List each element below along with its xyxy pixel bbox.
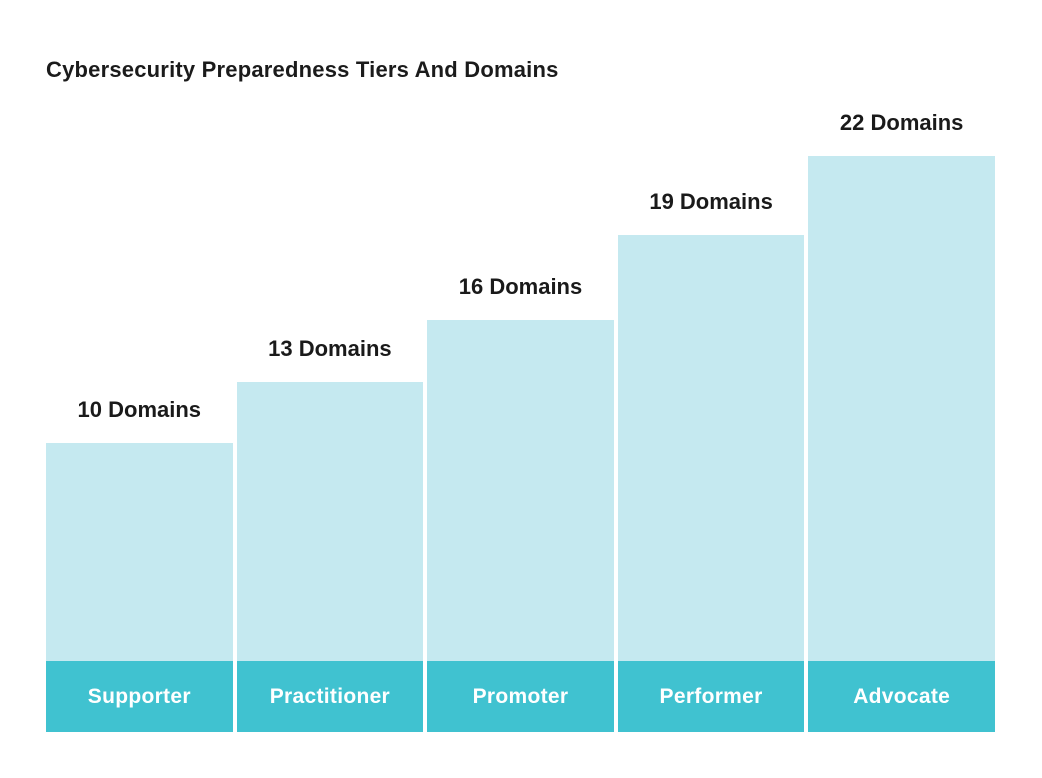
bar-value-label: 19 Domains [649, 189, 773, 214]
bar-column-promoter: 16 Domains Promoter [427, 272, 614, 732]
bar-value-label: 10 Domains [77, 397, 202, 422]
chart-title: Cybersecurity Preparedness Tiers And Dom… [46, 57, 559, 82]
bar [46, 443, 233, 661]
tier-label-performer: Performer [617, 661, 805, 732]
tier-label-advocate: Advocate [808, 661, 995, 732]
bar-value-label: 13 Domains [268, 336, 392, 361]
bar [427, 320, 614, 661]
tier-label-promoter: Promoter [427, 661, 614, 732]
bar-value-label: 16 Domains [458, 274, 583, 299]
bar-column-performer: 19 Domains Performer [617, 187, 805, 732]
bar-column-practitioner: 13 Domains Practitioner [236, 334, 424, 732]
bar-column-advocate: 22 Domains Advocate [808, 108, 995, 732]
bar-column-supporter: 10 Domains Supporter [46, 395, 233, 732]
bar [617, 235, 805, 661]
bar [236, 382, 424, 661]
tier-label-supporter: Supporter [46, 661, 233, 732]
bar [808, 156, 995, 661]
tier-label-practitioner: Practitioner [236, 661, 424, 732]
bar-chart: 10 Domains Supporter 13 Domains Practiti… [46, 0, 995, 732]
bar-value-label: 22 Domains [839, 110, 964, 135]
